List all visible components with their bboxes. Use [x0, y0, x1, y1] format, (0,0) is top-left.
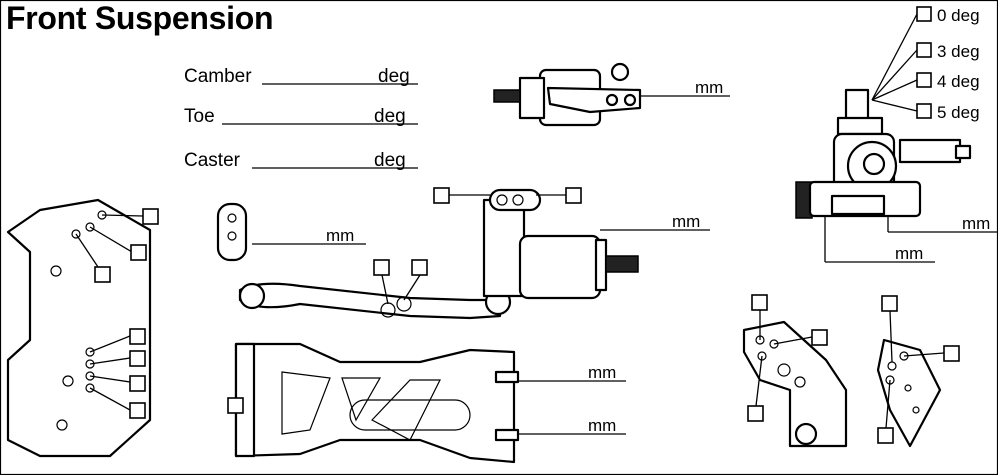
- caster-field[interactable]: Caster deg: [184, 150, 418, 171]
- knuckle-mm-upper: mm: [962, 214, 990, 233]
- brace-top-checkbox[interactable]: [881, 295, 898, 312]
- caster-5-label: 5 deg: [937, 103, 980, 122]
- caster-0-checkbox[interactable]: [916, 6, 932, 22]
- caster-4-checkbox[interactable]: [916, 72, 932, 88]
- knuckle-diagram: mm mm: [795, 88, 998, 263]
- tower-mid-hole-checkbox[interactable]: [130, 244, 147, 261]
- toe-label: Toe: [184, 106, 215, 127]
- steering-block-diagram: mm: [493, 62, 730, 127]
- caster-0-label: 0 deg: [937, 6, 980, 25]
- caster-3-label: 3 deg: [937, 42, 980, 61]
- tower-lower-4-checkbox[interactable]: [129, 402, 146, 419]
- tower-top-hole-checkbox[interactable]: [142, 208, 159, 225]
- camber-link-diagram: mm: [238, 187, 710, 320]
- camber-link-hole-a-checkbox[interactable]: [373, 259, 390, 276]
- lower-arm-diagram: mm mm: [227, 342, 626, 464]
- caster-4-label: 4 deg: [937, 72, 980, 91]
- tower-lower-1-checkbox[interactable]: [129, 328, 146, 345]
- shock-tower-diagram: [6, 198, 159, 458]
- spacer-diagram: mm: [216, 202, 366, 262]
- page-title: Front Suspension: [6, 0, 274, 36]
- brace-right-checkbox[interactable]: [943, 345, 960, 362]
- plate-bottom-checkbox[interactable]: [747, 405, 764, 422]
- toe-field[interactable]: Toe deg: [184, 106, 418, 127]
- steering-plate-diagram: [742, 294, 848, 448]
- camber-field[interactable]: Camber deg: [184, 66, 418, 87]
- caster-3-checkbox[interactable]: [916, 42, 932, 58]
- tower-lower-2-checkbox[interactable]: [129, 350, 146, 367]
- bumper-brace-diagram: [876, 295, 960, 448]
- camber-unit: deg: [378, 66, 410, 87]
- arm-mm-top: mm: [588, 363, 616, 382]
- link-outer-checkbox[interactable]: [565, 187, 582, 204]
- arm-inner-pivot-checkbox[interactable]: [227, 397, 244, 414]
- hub-mm: mm: [672, 212, 700, 231]
- plate-top-checkbox[interactable]: [751, 294, 768, 311]
- arm-mm-bottom: mm: [588, 416, 616, 435]
- tower-inner-hole-checkbox[interactable]: [94, 266, 111, 283]
- knuckle-mm-lower: mm: [895, 244, 923, 263]
- steering-block-mm: mm: [695, 78, 723, 97]
- plate-right-checkbox[interactable]: [811, 329, 828, 346]
- link-inner-checkbox[interactable]: [433, 187, 450, 204]
- caster-options: 0 deg 3 deg 4 deg 5 deg: [871, 6, 980, 122]
- toe-unit: deg: [374, 106, 406, 127]
- camber-label: Camber: [184, 66, 252, 87]
- brace-bottom-checkbox[interactable]: [877, 427, 894, 444]
- tower-lower-3-checkbox[interactable]: [129, 375, 146, 392]
- spacer-mm: mm: [326, 226, 354, 245]
- caster-5-checkbox[interactable]: [916, 103, 932, 119]
- caster-label: Caster: [184, 150, 241, 171]
- camber-link-hole-b-checkbox[interactable]: [411, 259, 428, 276]
- caster-unit: deg: [374, 150, 406, 171]
